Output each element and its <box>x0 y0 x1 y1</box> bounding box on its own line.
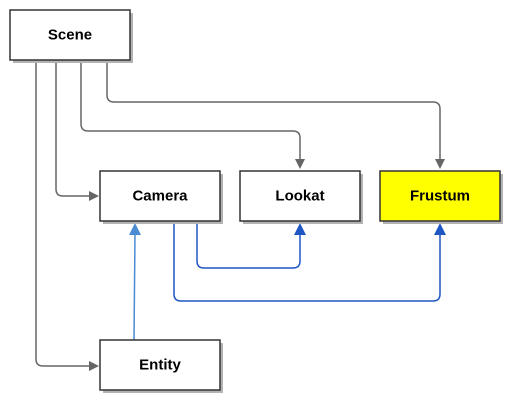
edge-entity-camera <box>133 232 136 341</box>
node-lookat[interactable]: Lookat <box>239 170 363 224</box>
node-box <box>99 339 221 391</box>
arrowhead-camera-lookat <box>294 223 306 235</box>
node-box <box>239 170 361 222</box>
edge-scene-entity <box>35 62 91 367</box>
arrowhead-camera-frustum <box>434 223 446 235</box>
node-box <box>9 9 131 61</box>
node-camera[interactable]: Camera <box>99 170 223 224</box>
edge-scene-frustum <box>106 62 441 161</box>
arrowhead-frustum <box>435 159 445 169</box>
edge-scene-camera <box>55 62 91 197</box>
node-label-scene: Scene <box>48 27 92 44</box>
node-label-lookat: Lookat <box>275 188 324 205</box>
node-label-frustum: Frustum <box>410 188 470 205</box>
arrowhead-entity <box>89 361 99 371</box>
edge-scene-lookat <box>80 62 301 161</box>
node-box <box>99 170 221 222</box>
node-label-camera: Camera <box>132 188 188 205</box>
edge-camera-lookat <box>196 223 301 269</box>
node-scene[interactable]: Scene <box>9 9 133 63</box>
arrowhead-lookat <box>295 159 305 169</box>
arrowhead-camera <box>89 191 99 201</box>
node-frustum[interactable]: Frustum <box>379 170 503 224</box>
node-label-entity: Entity <box>139 357 181 374</box>
node-box <box>379 170 501 222</box>
arrowhead-entity-camera <box>129 223 141 235</box>
edge-camera-frustum <box>173 223 441 302</box>
node-entity[interactable]: Entity <box>99 339 223 393</box>
